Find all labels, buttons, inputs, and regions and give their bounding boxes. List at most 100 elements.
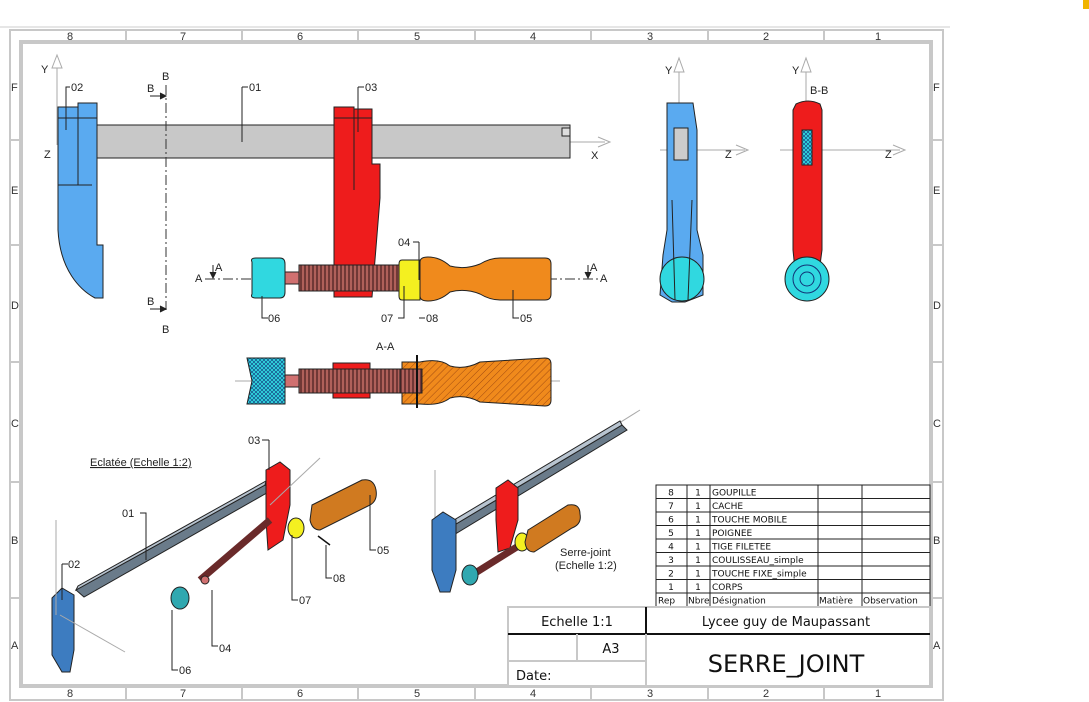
section-arrow-icon: [209, 265, 217, 280]
bom-cell-nbre: 1: [695, 570, 701, 580]
exploded-callout-01: 01: [122, 508, 134, 520]
callout-03: 03: [365, 82, 377, 94]
section-arrow-icon: [150, 92, 168, 100]
bom-header-nbre: Nbre: [688, 597, 710, 607]
bom-cell-designation: POIGNEE: [712, 529, 753, 539]
bom-cell-designation: GOUPILLE: [712, 489, 757, 499]
zone-row-a: A: [11, 640, 19, 652]
bom-cell-designation: TOUCHE FIXE_simple: [711, 570, 807, 580]
bom-cell-designation: TOUCHE MOBILE: [711, 516, 787, 526]
zone-col-1-bottom: 1: [875, 688, 881, 700]
title-block: Echelle 1:1 Lycee guy de Maupassant A3 D…: [507, 606, 931, 687]
axis-y-label: Y: [41, 64, 49, 76]
section-b-bottom-arrow-letter: B: [147, 296, 154, 308]
bom-cell-rep: 5: [668, 529, 674, 539]
callout-06: 06: [268, 313, 280, 325]
bom-cell-nbre: 1: [695, 543, 701, 553]
bom-cell-nbre: 1: [695, 502, 701, 512]
side-axis-z-label: Z: [725, 149, 732, 161]
bom-cell-rep: 4: [668, 543, 674, 553]
zone-row-a-right: A: [933, 640, 941, 652]
zone-col-7-bottom: 7: [180, 688, 186, 700]
zone-col-3: 3: [647, 31, 653, 43]
section-b-top-arrow-letter: B: [147, 83, 154, 95]
part-06-mobile-pad: [251, 257, 286, 299]
section-b-b-title: B-B: [810, 85, 828, 97]
part-07-cover: [398, 259, 421, 301]
bom-cell-designation: CACHE: [712, 502, 743, 512]
x-axis-arrow-icon: [597, 136, 612, 148]
exploded-callout-05: 05: [377, 545, 389, 557]
section-b-top-letter: B: [162, 71, 169, 83]
front-view: Y Z X B B B B A A A A: [41, 53, 612, 336]
part-05-handle: [419, 256, 552, 302]
zone-col-5-bottom: 5: [414, 688, 420, 700]
bom-cell-designation: COULISSEAU_simple: [712, 556, 804, 566]
axis-x-label: X: [591, 150, 599, 162]
bom-cell-nbre: 1: [695, 489, 701, 499]
zone-col-7: 7: [180, 31, 186, 43]
axis-z-label: Z: [44, 149, 51, 161]
section-a-a-title: A-A: [376, 341, 395, 353]
exploded-view-title: Eclatée (Echelle 1:2): [90, 457, 192, 469]
bom-cell-rep: 8: [668, 489, 674, 499]
bom-cell-rep: 1: [668, 583, 674, 593]
bom-cell-rep: 6: [668, 516, 674, 526]
exploded-callout-08: 08: [333, 573, 345, 585]
callout-07: 07: [381, 313, 393, 325]
bom-cell-nbre: 1: [695, 583, 701, 593]
title-block-scale: Echelle 1:1: [541, 615, 613, 630]
callout-04: 04: [398, 237, 410, 249]
zone-col-4: 4: [530, 31, 536, 43]
title-block-title: SERRE_JOINT: [708, 650, 865, 678]
zone-col-1: 1: [875, 31, 881, 43]
zone-row-b-right: B: [933, 535, 940, 547]
zone-col-5: 5: [414, 31, 420, 43]
bom-cell-nbre: 1: [695, 529, 701, 539]
section-axis-y-label: Y: [792, 65, 800, 77]
y-axis-arrow-icon: [800, 56, 812, 73]
zone-row-c-right: C: [933, 418, 941, 430]
assembled-title-2: (Echelle 1:2): [555, 560, 617, 572]
section-a-left-letter: A: [195, 273, 203, 285]
bom-cell-nbre: 1: [695, 516, 701, 526]
y-axis-arrow-icon: [51, 53, 63, 69]
bom-cell-designation: CORPS: [712, 583, 743, 593]
zone-col-8-bottom: 8: [67, 688, 73, 700]
section-a-right-arrow-letter: A: [590, 262, 598, 274]
side-view-left: Y Z: [659, 56, 750, 303]
title-block-format: A3: [602, 642, 619, 657]
bom-cell-rep: 2: [668, 570, 674, 580]
callout-08: 08: [426, 313, 438, 325]
callout-01: 01: [249, 82, 261, 94]
part-callouts: 02 01 03 04 06 07 08 05: [65, 82, 532, 325]
callout-05: 05: [520, 313, 532, 325]
bom-cell-nbre: 1: [695, 556, 701, 566]
bom-cell-designation: TIGE FILETEE: [711, 543, 771, 553]
assembled-view: Serre-joint (Echelle 1:2): [431, 409, 641, 593]
bom-cell-rep: 3: [668, 556, 674, 566]
zone-col-6-bottom: 6: [297, 688, 303, 700]
sheet-frame: [9, 29, 944, 701]
section-b-b-view: Y B-B Z: [780, 56, 907, 302]
exploded-callout-06: 06: [179, 665, 191, 677]
zone-row-e: E: [11, 185, 18, 197]
zone-row-e-right: E: [933, 185, 940, 197]
callout-02: 02: [71, 82, 83, 94]
zone-row-d: D: [11, 300, 19, 312]
zone-col-3-bottom: 3: [647, 688, 653, 700]
section-a-a-view: A-A: [235, 341, 560, 408]
bom-cell-rep: 7: [668, 502, 674, 512]
section-a-left-arrow-letter: A: [215, 262, 223, 274]
title-block-date-label: Date:: [516, 669, 551, 684]
part-02-fixed-jaw: [57, 102, 104, 299]
section-arrow-icon: [584, 265, 592, 280]
exploded-callout-02: 02: [68, 559, 80, 571]
exploded-view: Eclatée (Echelle 1:2) 03 01 02 05 08 07 …: [51, 435, 389, 677]
exploded-callout-03: 03: [248, 435, 260, 447]
bom-header-observation: Observation: [863, 597, 918, 607]
zone-row-c: C: [11, 418, 19, 430]
part-04-threaded-rod: [298, 264, 402, 292]
bom-header-designation: Désignation: [712, 596, 766, 607]
